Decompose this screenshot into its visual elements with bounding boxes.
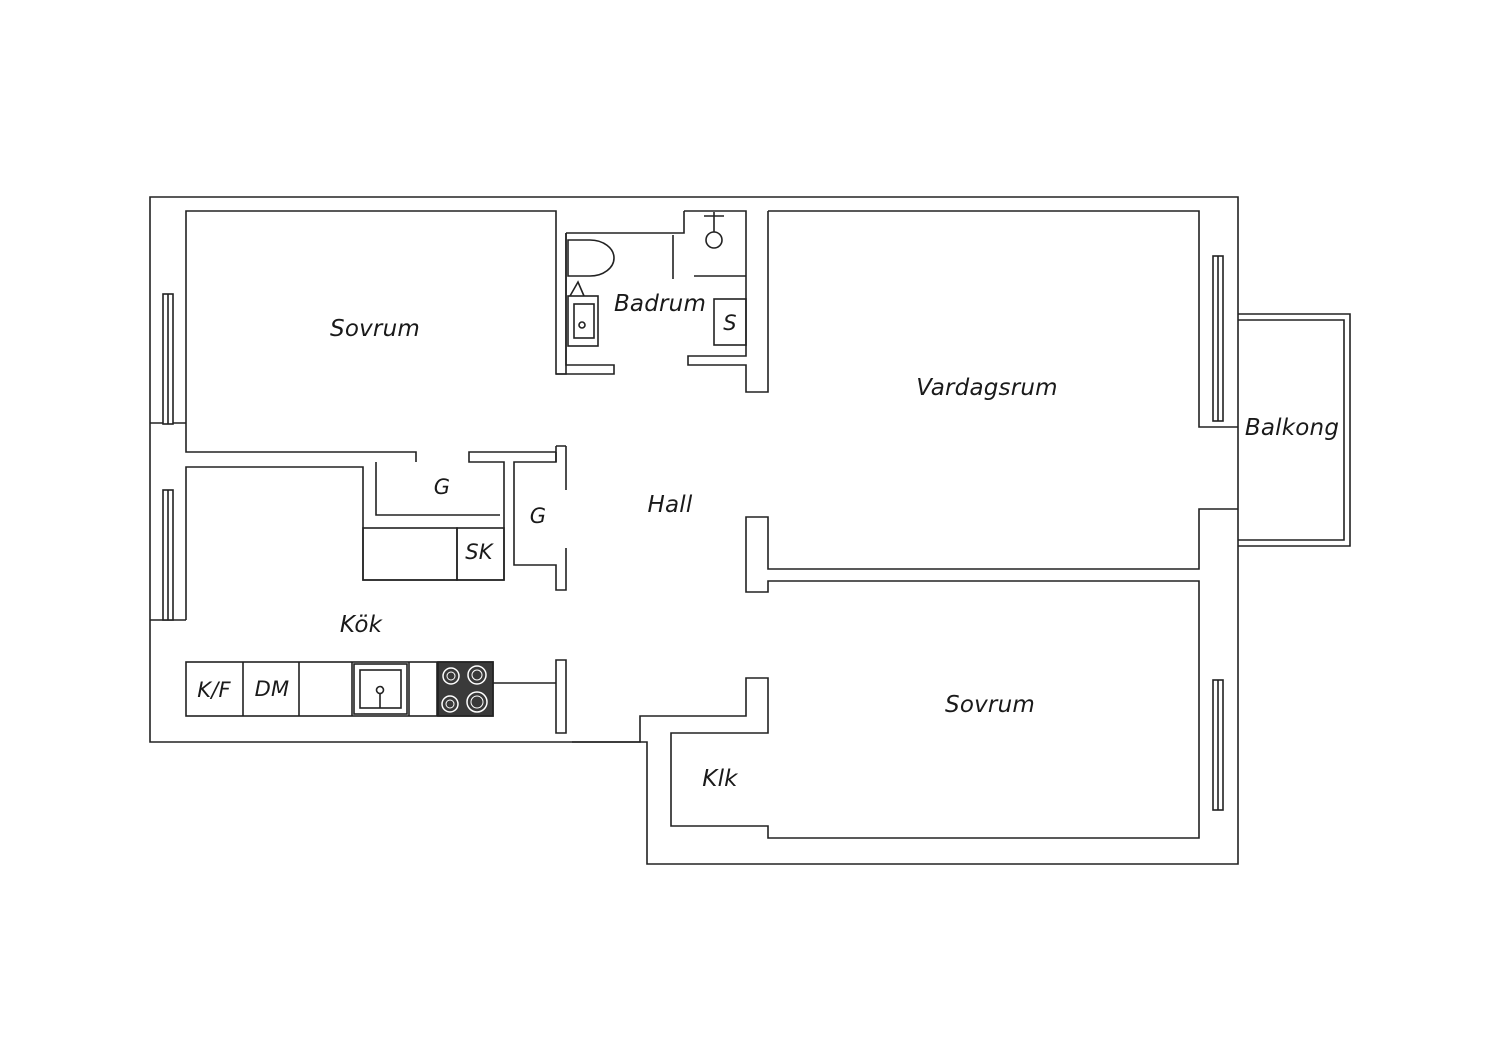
- windows: [162, 255, 1224, 811]
- room-label-balkong: Balkong: [1244, 415, 1340, 441]
- sink-icon: [567, 295, 599, 347]
- fixture-label-dm: DM: [254, 677, 290, 701]
- room-vardagsrum: [745, 210, 1238, 680]
- kitchen-sink-icon: [353, 663, 408, 715]
- room-label-sovrum-bottom: Sovrum: [945, 692, 1035, 718]
- fixture-label-kf: K/F: [197, 678, 231, 702]
- room-label-hall: Hall: [647, 492, 693, 518]
- toilet-icon: [567, 239, 615, 277]
- room-label-badrum: Badrum: [613, 291, 707, 317]
- room-badrum: [556, 210, 769, 393]
- fixture-label-garderob: G: [529, 504, 547, 528]
- shower-head-icon: [705, 231, 723, 249]
- room-label-vardagsrum: Vardagsrum: [916, 375, 1058, 401]
- fixture-label-shower: S: [723, 311, 737, 335]
- room-label-klk: Klk: [702, 766, 738, 792]
- room-label-kok: Kök: [339, 612, 383, 638]
- room-kok: [150, 445, 567, 734]
- room-label-sovrum-top: Sovrum: [330, 316, 420, 342]
- outer-walls: [149, 196, 1239, 865]
- room-sovrum-bottom: [572, 677, 1200, 839]
- fixture-label-skap: SK: [465, 540, 493, 564]
- fixture-label-garderob: G: [433, 475, 451, 499]
- balcony: [1238, 313, 1351, 547]
